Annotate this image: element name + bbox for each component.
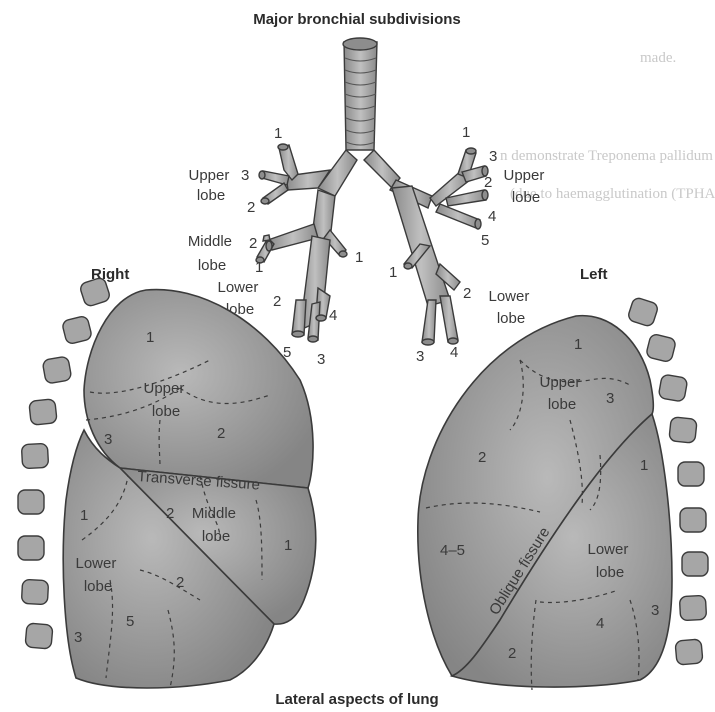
right-lung-middle-word: Middle [192, 505, 236, 522]
bronchus-label-ll4: 4 [450, 344, 458, 361]
left-lung-upper-word: Upper [539, 374, 580, 391]
right-lung-upper-lobe-word: lobe [152, 403, 180, 420]
bronchus-label-ru3: 3 [241, 167, 249, 184]
right-seg-lower-3: 3 [74, 629, 82, 646]
left-upper-word: Upper [503, 167, 544, 184]
right-lung-middle-lobe-word: lobe [202, 528, 230, 545]
right-middle-word: Middle [188, 233, 232, 250]
left-upper-lobe-word: lobe [512, 189, 540, 206]
left-seg-upper-45: 4–5 [440, 542, 465, 559]
bronchus-label-rm1: 1 [255, 259, 263, 276]
right-lung-lower-lobe-word: lobe [84, 578, 112, 595]
right-seg-upper-3: 3 [104, 431, 112, 448]
left-seg-lower-2: 2 [508, 645, 516, 662]
right-seg-lower-2: 2 [176, 574, 184, 591]
bronchus-label-ru2: 2 [247, 199, 255, 216]
trachea-opening [343, 38, 377, 50]
right-middle-lobe-word: lobe [198, 257, 226, 274]
bronchus-label-lu2: 2 [484, 174, 492, 191]
bronchus-label-lu3: 3 [489, 148, 497, 165]
right-seg-lower-1: 1 [80, 507, 88, 524]
right-seg-upper-1: 1 [146, 329, 154, 346]
left-lung-upper-lobe-word: lobe [548, 396, 576, 413]
left-seg-upper-3: 3 [606, 390, 614, 407]
bronchus-label-rm1b: 1 [355, 249, 363, 266]
bronchus-label-lu5: 5 [481, 232, 489, 249]
left-seg-upper-2: 2 [478, 449, 486, 466]
background-text-3: (due to haemagglutination (TPHA). [510, 186, 715, 202]
left-seg-lower-4: 4 [596, 615, 604, 632]
right-upper-lobe-shape [84, 290, 313, 488]
left-seg-lower-3: 3 [651, 602, 659, 619]
right-seg-upper-2: 2 [217, 425, 225, 442]
trachea [344, 42, 377, 150]
right-upper-word: Upper [188, 167, 229, 184]
left-lung [418, 316, 672, 690]
bronchus-label-rl3: 3 [317, 351, 325, 368]
bronchus-label-ll1: 1 [389, 264, 397, 281]
right-lung-lower-word: Lower [75, 555, 116, 572]
left-seg-lower-1: 1 [640, 457, 648, 474]
title-lateral-aspects: Lateral aspects of lung [275, 691, 438, 708]
right-lower-word: Lower [217, 279, 258, 296]
bronchus-label-rl2: 2 [273, 293, 281, 310]
title-bronchial-subdivisions: Major bronchial subdivisions [253, 11, 461, 28]
bronchus-label-rm2: 2 [249, 235, 257, 252]
background-text-2: n demonstrate Treponema pallidum in papu… [500, 148, 715, 164]
right-seg-lower-5: 5 [126, 613, 134, 630]
left-lower-word: Lower [488, 288, 529, 305]
right-seg-middle-2: 2 [166, 505, 174, 522]
right-seg-middle-1: 1 [284, 537, 292, 554]
bronchial-tree [256, 38, 488, 345]
left-lung-lower-lobe-word: lobe [596, 564, 624, 581]
right-lung-upper-word: Upper [143, 380, 184, 397]
right-lung [63, 290, 316, 688]
bronchus-label-lu4: 4 [488, 208, 496, 225]
bronchus-right-upper-lobe-label: Upper lobe [188, 167, 233, 204]
bronchus-label-lu1: 1 [462, 124, 470, 141]
right-lobe-word: lobe [197, 187, 225, 204]
bronchus-left-lower-lobe-label: Lower lobe [488, 288, 533, 327]
left-lung-lower-word: Lower [587, 541, 628, 558]
bronchus-label-ru1: 1 [274, 125, 282, 142]
bronchus-right-middle-lobe-label: Middle lobe [188, 233, 236, 274]
background-text-1: made. [640, 50, 676, 66]
left-lower-lobe-word: lobe [497, 310, 525, 327]
side-label-left: Left [580, 266, 608, 283]
bronchus-label-rl4: 4 [329, 307, 337, 324]
bronchus-label-ll3: 3 [416, 348, 424, 365]
left-seg-upper-1: 1 [574, 336, 582, 353]
bronchus-label-ll2: 2 [463, 285, 471, 302]
